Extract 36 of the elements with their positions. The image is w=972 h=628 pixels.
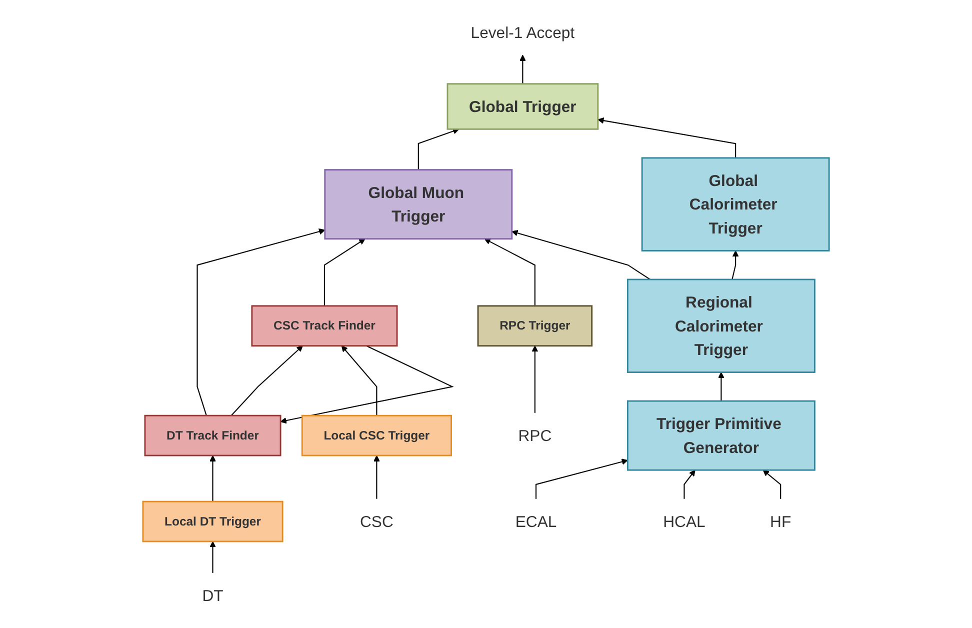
arrow [196,228,326,416]
arrow [762,470,782,499]
arrow [484,238,536,306]
arrow [210,455,216,502]
node-box: Local DT Trigger [142,500,284,542]
arrow [324,238,366,306]
arrow [532,346,538,413]
node-box: Global Trigger [446,83,599,130]
arrow [684,470,696,499]
node-box: DT Track Finder [144,414,282,456]
arrow [520,54,526,84]
node-text: RPC [518,426,552,445]
node-box: CSC Track Finder [251,305,398,347]
node-box: Regional Calorimeter Trigger [626,278,816,373]
node-text: HF [770,512,792,530]
node-text: HCAL [663,512,706,530]
arrow [374,455,380,499]
node-text: ECAL [515,512,557,530]
arrow [732,250,739,280]
arrow [418,128,460,170]
node-box: Global Calorimeter Trigger [641,157,830,252]
node-box: Trigger Primitive Generator [626,400,816,471]
arrow [598,117,736,158]
arrow [230,346,303,416]
arrow [535,458,628,499]
node-box: Local CSC Trigger [301,414,452,456]
node-box: Global Muon Trigger [324,169,513,240]
arrow [341,346,378,416]
arrow [280,345,454,424]
node-text: CSC [360,512,394,530]
node-text: DT [202,586,224,605]
arrow [210,541,216,573]
arrow [512,230,650,280]
node-box: RPC Trigger [477,305,593,347]
node-text: Level-1 Accept [470,23,575,42]
arrow [718,372,724,402]
